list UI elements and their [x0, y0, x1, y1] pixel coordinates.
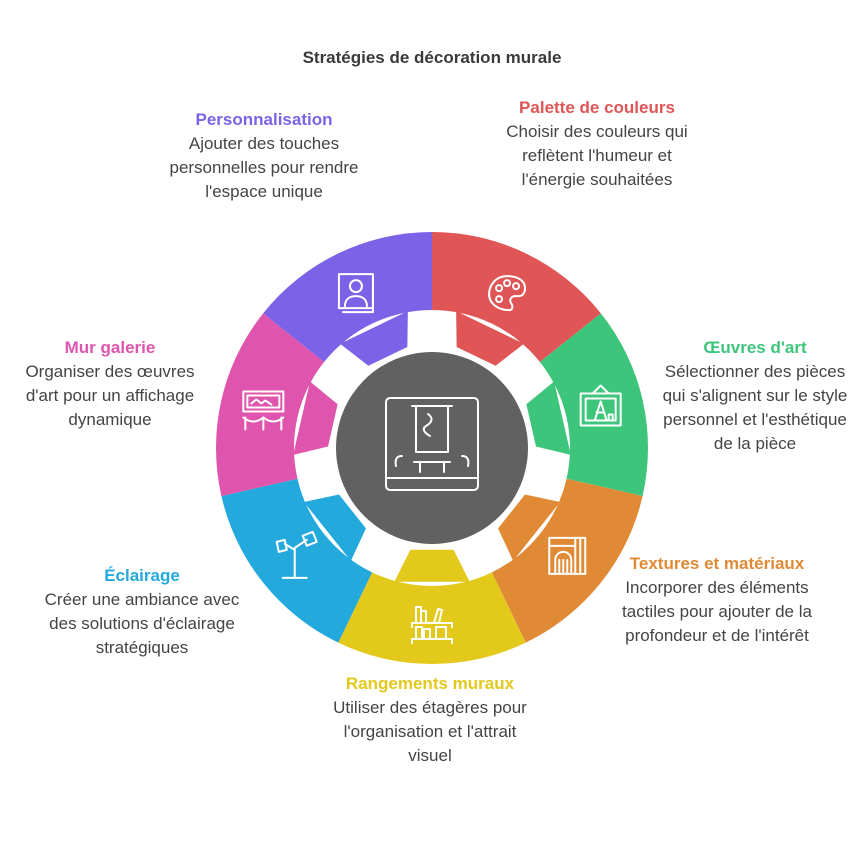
segment-connector-gallery	[293, 381, 338, 455]
segment-connector-palette	[456, 311, 524, 366]
label-description: Organiser des œuvres d'art pour un affic…	[25, 362, 195, 429]
segment-connector-shelves	[394, 549, 470, 582]
label-description: Incorporer des éléments tactiles pour aj…	[622, 578, 812, 645]
segment-connector-lighting	[303, 494, 366, 561]
diagram-title: Stratégies de décoration murale	[302, 48, 562, 67]
segment-connector-textures	[498, 494, 561, 561]
label-heading: Éclairage	[104, 566, 180, 585]
wall-frame-icon	[385, 397, 479, 491]
texture-panel-icon	[548, 536, 587, 575]
label-heading: Rangements muraux	[345, 674, 515, 693]
label-heading: Palette de couleurs	[519, 98, 675, 117]
label-heading: Mur galerie	[64, 338, 156, 357]
bookshelf-icon	[411, 606, 453, 644]
gallery-display-icon	[242, 390, 285, 431]
segment-connector-personal	[340, 311, 408, 366]
center-hub	[336, 352, 528, 544]
label-description: Ajouter des touches personnelles pour re…	[169, 134, 359, 201]
segment-shelves	[338, 572, 526, 664]
palette-icon	[488, 275, 527, 312]
label-description: Sélectionner des pièces qui s'alignent s…	[662, 362, 848, 453]
label-heading: Textures et matériaux	[629, 554, 805, 573]
photo-portrait-icon	[337, 273, 374, 314]
segment-lighting	[221, 478, 373, 643]
label-heading: Personnalisation	[195, 110, 333, 129]
segment-personal	[263, 232, 432, 362]
label-description: Créer une ambiance avec des solutions d'…	[44, 590, 240, 657]
label-heading: Œuvres d'art	[703, 338, 807, 357]
label-description: Choisir des couleurs qui reflètent l'hum…	[506, 122, 688, 189]
lamp-icon	[275, 530, 318, 579]
framed-artwork-icon	[579, 384, 622, 427]
segment-connector-art	[526, 381, 571, 455]
label-description: Utiliser des étagères pour l'organisatio…	[333, 698, 527, 765]
segment-art	[539, 313, 648, 497]
